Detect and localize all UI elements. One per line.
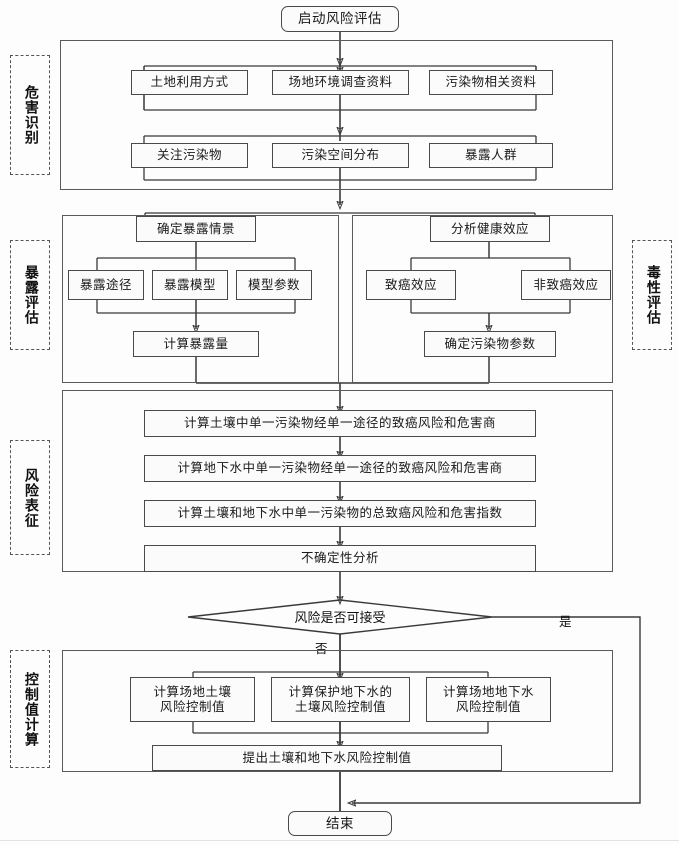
decision-branch-no-label: 否 [315,642,328,656]
hazard-box-spatial-distribution[interactable]: 污染空间分布 [272,143,409,168]
stage-label-risk: 风险表征 [10,440,50,555]
stage-label-hazard: 危害识别 [10,55,50,175]
toxicity-group [352,215,613,383]
footer-divider [0,840,679,841]
decision-label[interactable]: 风险是否可接受 [294,609,386,625]
hazard-group [60,40,613,190]
toxicity-box-noncarcinogenic[interactable]: 非致癌效应 [521,270,611,300]
hazard-box-contaminant-data[interactable]: 污染物相关资料 [429,70,553,95]
risk-box-total-risk[interactable]: 计算土壤和地下水中单一污染物的总致癌风险和危害指数 [144,500,536,527]
control-box-site-groundwater[interactable]: 计算场地地下水 风险控制值 [426,677,551,722]
stage-label-control: 控制值计算 [10,650,50,768]
exposure-box-pathway[interactable]: 暴露途径 [68,270,144,300]
exposure-box-calculate-dose[interactable]: 计算暴露量 [133,331,259,357]
hazard-box-target-contaminants[interactable]: 关注污染物 [131,143,248,168]
risk-box-groundwater-single[interactable]: 计算地下水中单一污染物经单一途径的致癌风险和危害商 [144,455,536,482]
end-terminator[interactable]: 结束 [288,811,392,836]
stage-label-exposure: 暴露评估 [10,240,50,350]
decision-branch-yes-label: 是 [559,615,572,629]
start-terminator[interactable]: 启动风险评估 [281,6,399,32]
exposure-box-scenario[interactable]: 确定暴露情景 [136,216,256,242]
exposure-box-parameters[interactable]: 模型参数 [236,270,312,300]
risk-box-uncertainty[interactable]: 不确定性分析 [144,545,536,572]
control-box-propose-values[interactable]: 提出土壤和地下水风险控制值 [152,745,502,771]
toxicity-box-contaminant-params[interactable]: 确定污染物参数 [424,331,556,357]
stage-label-toxicity: 毒性评估 [632,240,672,350]
hazard-box-land-use[interactable]: 土地利用方式 [131,70,248,95]
hazard-box-exposed-population[interactable]: 暴露人群 [429,143,553,168]
control-box-site-soil[interactable]: 计算场地土壤 风险控制值 [130,677,255,722]
exposure-box-model[interactable]: 暴露模型 [152,270,228,300]
control-group [62,650,613,772]
toxicity-box-carcinogenic[interactable]: 致癌效应 [366,270,456,300]
control-box-protect-groundwater[interactable]: 计算保护地下水的 土壤风险控制值 [271,677,410,722]
hazard-box-site-survey[interactable]: 场地环境调查资料 [272,70,409,95]
toxicity-box-health-effects[interactable]: 分析健康效应 [430,216,550,242]
risk-box-soil-single[interactable]: 计算土壤中单一污染物经单一途径的致癌风险和危害商 [144,410,536,437]
exposure-group [62,215,339,383]
